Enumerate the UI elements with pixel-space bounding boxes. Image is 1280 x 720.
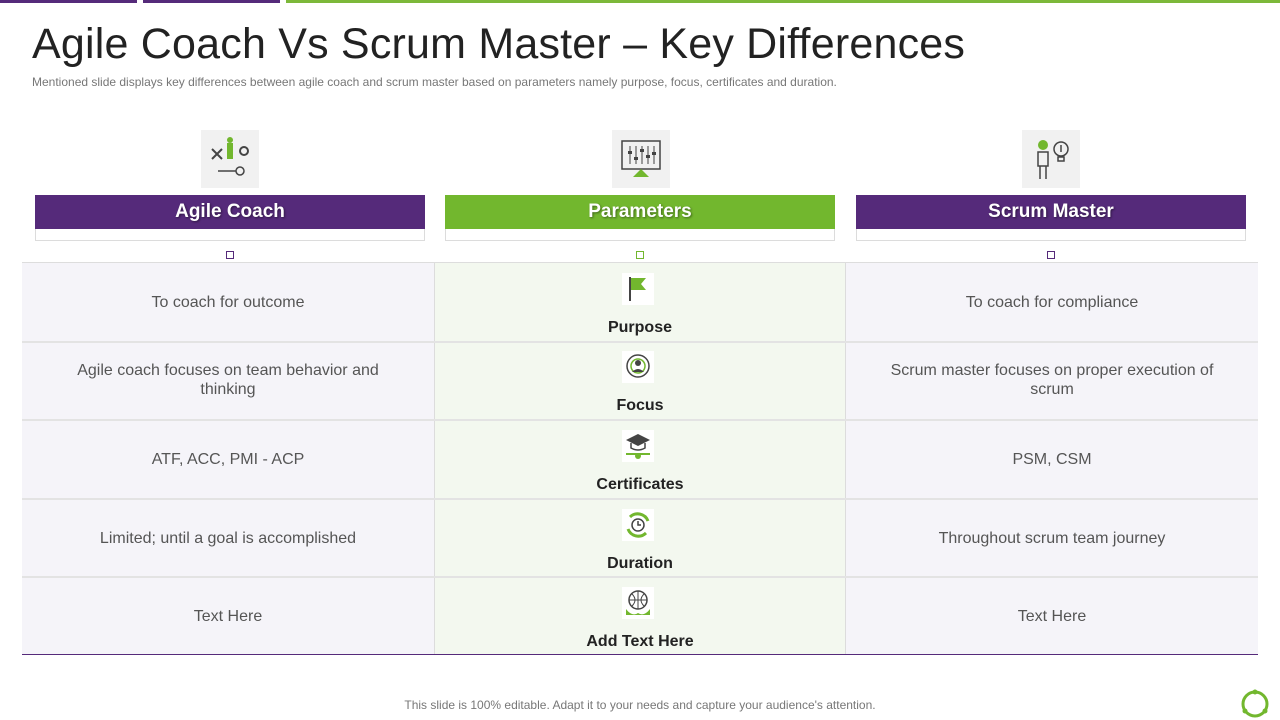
scrum-cell-focus: Scrum master focuses on proper execution… [890,362,1214,398]
slide-subtitle: Mentioned slide displays key differences… [32,75,837,89]
coach-tools-icon [201,130,259,188]
cycle-logo-icon [1236,686,1274,720]
person-lightbulb-icon [1022,130,1080,188]
scrum-cell-purpose: To coach for compliance [965,293,1139,311]
slide-title: Agile Coach Vs Scrum Master – Key Differ… [32,20,966,68]
parameter-label: Certificates [596,476,684,493]
connector-dot [226,251,234,259]
parameter-label: Focus [616,397,664,414]
globe-hands-icon [622,587,654,619]
top-accent-bar-2 [143,0,280,3]
footer-note: This slide is 100% editable. Adapt it to… [404,698,876,712]
top-accent-bar-1 [0,0,137,3]
agile-cell-extra: Text Here [193,607,263,625]
scrum-cell-duration: Throughout scrum team journey [938,529,1166,547]
agile-cell-focus: Agile coach focuses on team behavior and… [77,362,379,398]
parameter-label: Add Text Here [586,633,694,650]
column-header-parameters: Parameters [445,195,835,229]
row-divider [22,498,1258,500]
header-callout-box [856,229,1246,241]
parameter-label: Duration [607,555,673,572]
top-accent-bar-3 [286,0,1280,3]
agile-cell-certificates: ATF, ACC, PMI - ACP [151,450,305,468]
parameter-row-certificates: Certificates [434,420,846,498]
flag-icon [622,273,654,305]
scrum-cell-extra: Text Here [1017,607,1087,625]
agile-coach-column [22,263,434,654]
agile-cell-duration: Limited; until a goal is accomplished [99,529,357,547]
row-divider [22,341,1258,343]
connector-dot [636,251,644,259]
header-callout-box [445,229,835,241]
parameter-row-focus: Focus [434,341,846,419]
scrum-master-column [846,263,1258,654]
column-header-agile-coach: Agile Coach [35,195,425,229]
row-divider [22,576,1258,578]
parameter-row-purpose: Purpose [434,263,846,341]
monitor-sliders-icon [612,130,670,188]
parameter-row-duration: Duration [434,499,846,577]
row-divider [22,419,1258,421]
parameter-label: Purpose [607,319,672,336]
scrum-cell-certificates: PSM, CSM [1012,450,1092,468]
agile-cell-purpose: To coach for outcome [151,293,305,311]
header-callout-box [35,229,425,241]
clock-cycle-icon [622,509,654,541]
parameter-row-extra: Add Text Here [434,577,846,655]
comparison-table: To coach for outcome Purpose To coach fo… [22,262,1258,655]
target-person-icon [622,351,654,383]
column-header-scrum-master: Scrum Master [856,195,1246,229]
connector-dot [1047,251,1055,259]
graduation-cap-icon [622,430,654,462]
